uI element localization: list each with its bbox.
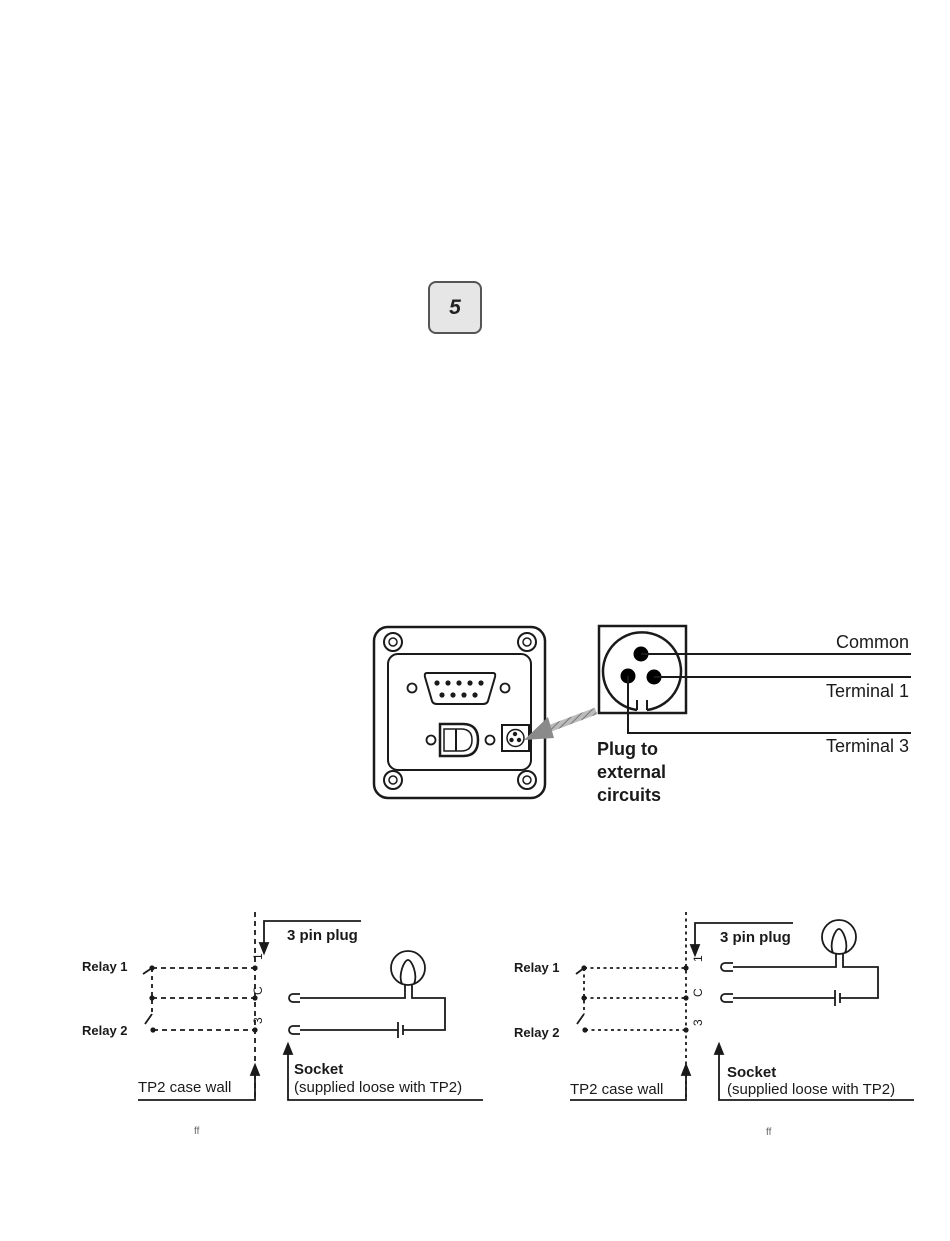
socket-note-a: (supplied loose with TP2) bbox=[294, 1079, 462, 1096]
rear-panel bbox=[374, 627, 545, 798]
pin-3-label-b: 3 bbox=[691, 1019, 705, 1026]
relay-1-label-a: Relay 1 bbox=[82, 959, 128, 974]
plug-caption-line-2: external bbox=[597, 762, 666, 782]
plug-caption-line-3: circuits bbox=[597, 785, 661, 805]
mounting-screw-top-left bbox=[384, 633, 402, 651]
mounting-screw-top-right bbox=[518, 633, 536, 651]
lamp-icon bbox=[822, 920, 856, 954]
plug-arrow bbox=[524, 711, 596, 740]
pin-1-label-a: 1 bbox=[251, 953, 265, 960]
case-wall-label-a: TP2 case wall bbox=[138, 1079, 231, 1096]
dsub-connector bbox=[408, 673, 510, 704]
relay-socket bbox=[502, 725, 529, 751]
relay-2-contact bbox=[145, 1014, 152, 1024]
lamp-icon bbox=[391, 951, 425, 985]
power-switch bbox=[427, 724, 495, 756]
socket-contact-3 bbox=[289, 1026, 300, 1034]
plug-label-a: 3 pin plug bbox=[287, 927, 358, 944]
relay-1-label-b: Relay 1 bbox=[514, 960, 560, 975]
socket-contact-c bbox=[289, 994, 300, 1002]
plug-caption-line-1: Plug to bbox=[597, 739, 658, 759]
socket-contact-1 bbox=[721, 963, 733, 971]
pin-1-label-b: 1 bbox=[691, 955, 705, 962]
socket-note-b: (supplied loose with TP2) bbox=[727, 1081, 895, 1098]
wire-label-common: Common bbox=[836, 632, 909, 652]
socket-title-b: Socket bbox=[727, 1064, 776, 1081]
mounting-screw-bottom-right bbox=[518, 771, 536, 789]
mounting-screw-bottom-left bbox=[384, 771, 402, 789]
relay-2-label-a: Relay 2 bbox=[82, 1023, 128, 1038]
pin-c-label-b: C bbox=[691, 988, 705, 997]
relay-2-label-b: Relay 2 bbox=[514, 1025, 560, 1040]
wire-label-terminal-1: Terminal 1 bbox=[826, 681, 909, 701]
case-wall-label-b: TP2 case wall bbox=[570, 1081, 663, 1098]
socket-title-a: Socket bbox=[294, 1061, 343, 1078]
footnote-a: ff bbox=[194, 1126, 200, 1137]
pin-3-label-a: 3 bbox=[251, 1017, 265, 1024]
wire-label-terminal-3: Terminal 3 bbox=[826, 736, 909, 756]
pin-c-label-a: C bbox=[251, 986, 265, 995]
wiring-diagram-b: 3 pin plug Relay 1 Relay 2 1 C 3 TP2 cas… bbox=[514, 912, 914, 1138]
socket-contact-c bbox=[721, 994, 733, 1002]
relay-2-contact bbox=[577, 1014, 584, 1024]
plug-label-b: 3 pin plug bbox=[720, 929, 791, 946]
footnote-b: ff bbox=[766, 1127, 772, 1138]
wiring-diagram-a: 3 pin plug Relay 1 Relay 2 1 C 3 TP2 cas… bbox=[82, 912, 483, 1137]
